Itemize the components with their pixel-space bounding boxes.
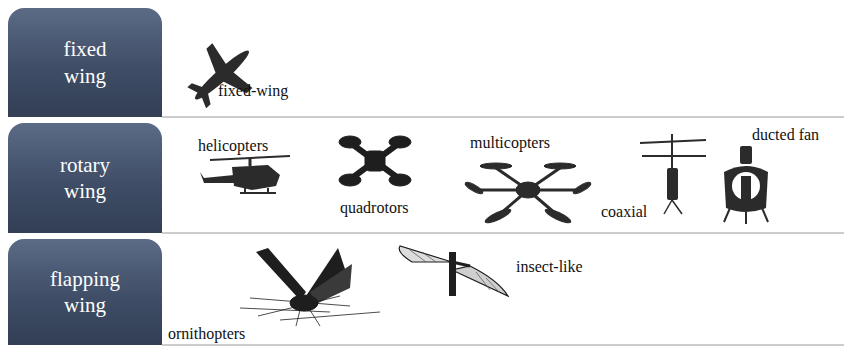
ducted-fan-icon <box>724 146 768 224</box>
type-label: fixed-wing <box>218 82 288 100</box>
type-label: ducted fan <box>752 126 819 144</box>
type-label: coaxial <box>601 203 647 221</box>
category-name: rotary wing <box>45 152 125 205</box>
fixed-wing-icon <box>175 29 269 122</box>
category-name: fixed wing <box>45 36 125 89</box>
category-tab: rotary wing <box>8 123 162 233</box>
helicopter-icon <box>200 156 290 193</box>
coaxial-icon <box>640 134 706 214</box>
row-separators <box>162 117 844 345</box>
type-label: ornithopters <box>168 325 245 343</box>
type-label: multicopters <box>470 134 550 152</box>
type-label: insect-like <box>516 258 583 276</box>
quadrotor-icon <box>339 136 411 186</box>
type-label: quadrotors <box>340 199 408 217</box>
category-tab: flapping wing <box>8 239 162 345</box>
insect-like-icon <box>399 246 508 296</box>
category-tab: fixed wing <box>8 8 162 117</box>
ornithopter-icon <box>240 248 380 326</box>
type-label: helicopters <box>198 137 268 155</box>
multicopter-icon <box>464 163 592 225</box>
category-name: flapping wing <box>45 266 125 319</box>
